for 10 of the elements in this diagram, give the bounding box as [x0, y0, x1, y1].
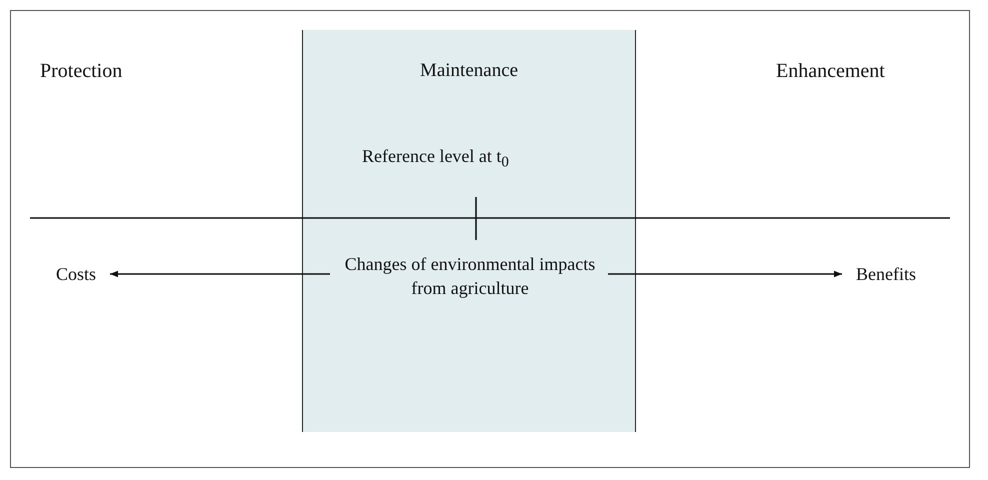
region-heading: Protection: [40, 60, 122, 83]
benefits-text: Benefits: [846, 262, 926, 284]
arrow: [110, 270, 330, 278]
center-text: Changes of environmental impacts from agriculture: [335, 252, 605, 304]
maintenance-band: [302, 30, 636, 432]
costs-text: Costs: [46, 262, 106, 284]
arrow: [608, 270, 842, 278]
region-heading: Enhancement: [776, 60, 885, 83]
band-heading: Maintenance: [420, 60, 518, 81]
reference-label: Reference level at t$_{0}$: [362, 146, 509, 172]
